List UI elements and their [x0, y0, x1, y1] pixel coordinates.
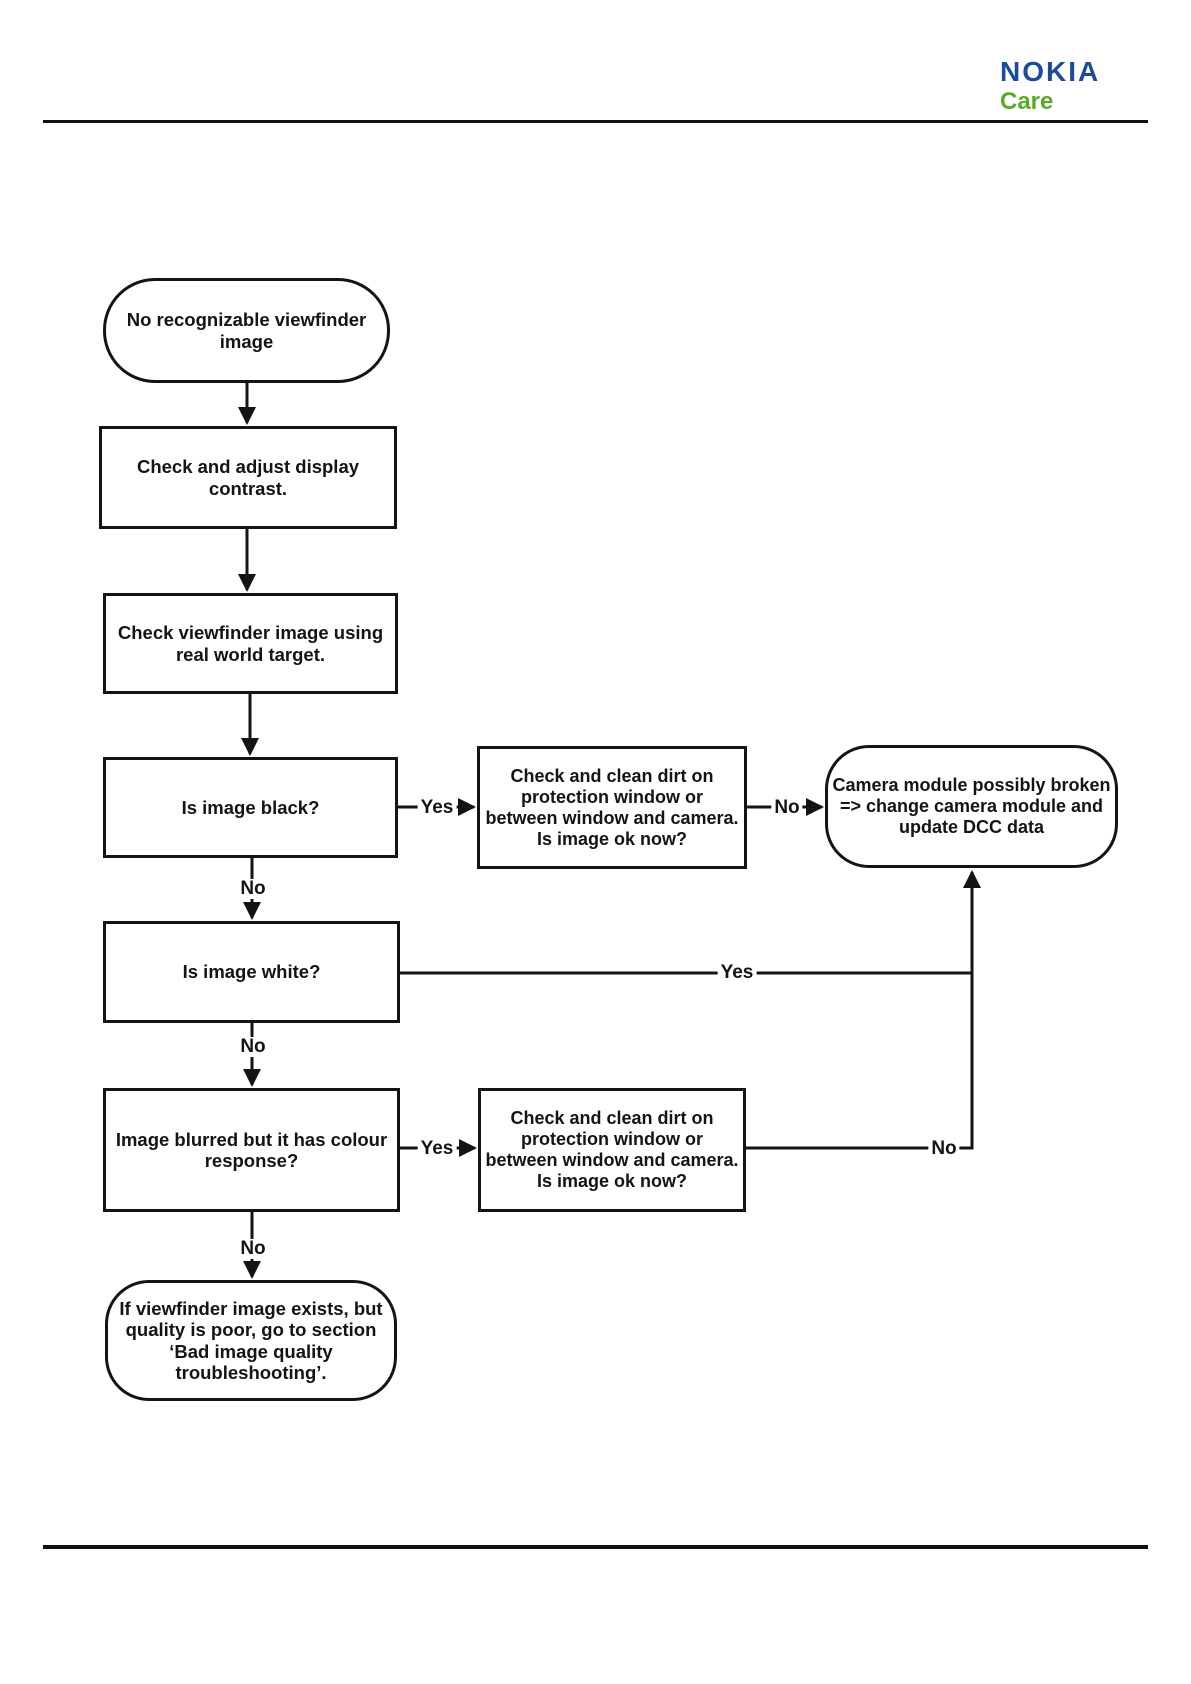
node-clean-dirt-2: Check and clean dirt on protection windo…	[478, 1088, 746, 1212]
edge-clean2-no-riser-to-camera	[746, 870, 981, 1150]
edge-label-clean1-no: No	[771, 798, 803, 818]
edge-label-white-yes: Yes	[717, 963, 757, 983]
edge-label-blurred-yes: Yes	[417, 1139, 457, 1159]
node-camera-module-broken-terminator: Camera module possibly broken => change …	[825, 745, 1118, 868]
nokia-care-logo: Care	[1000, 88, 1054, 115]
header-rule	[43, 120, 1148, 123]
node-decision-is-image-white: Is image white?	[103, 921, 400, 1023]
node-decision-image-blurred: Image blurred but it has colour response…	[103, 1088, 400, 1212]
node-start-terminator: No recognizable viewfinder image	[103, 278, 390, 383]
edge-label-black-no: No	[237, 879, 269, 899]
node-check-viewfinder-target: Check viewfinder image using real world …	[103, 593, 398, 694]
edge-label-blurred-no: No	[237, 1239, 269, 1259]
node-decision-is-image-black: Is image black?	[103, 757, 398, 858]
edge-label-black-yes: Yes	[417, 798, 457, 818]
footer-rule	[43, 1545, 1148, 1549]
edge-label-clean2-no: No	[928, 1139, 960, 1159]
node-clean-dirt-1: Check and clean dirt on protection windo…	[477, 746, 747, 869]
nokia-logo: NOKIA	[1000, 56, 1101, 87]
edge-label-white-no: No	[237, 1037, 269, 1057]
node-check-adjust-contrast: Check and adjust display contrast.	[99, 426, 397, 529]
node-bad-image-quality-terminator: If viewfinder image exists, but quality …	[105, 1280, 397, 1401]
